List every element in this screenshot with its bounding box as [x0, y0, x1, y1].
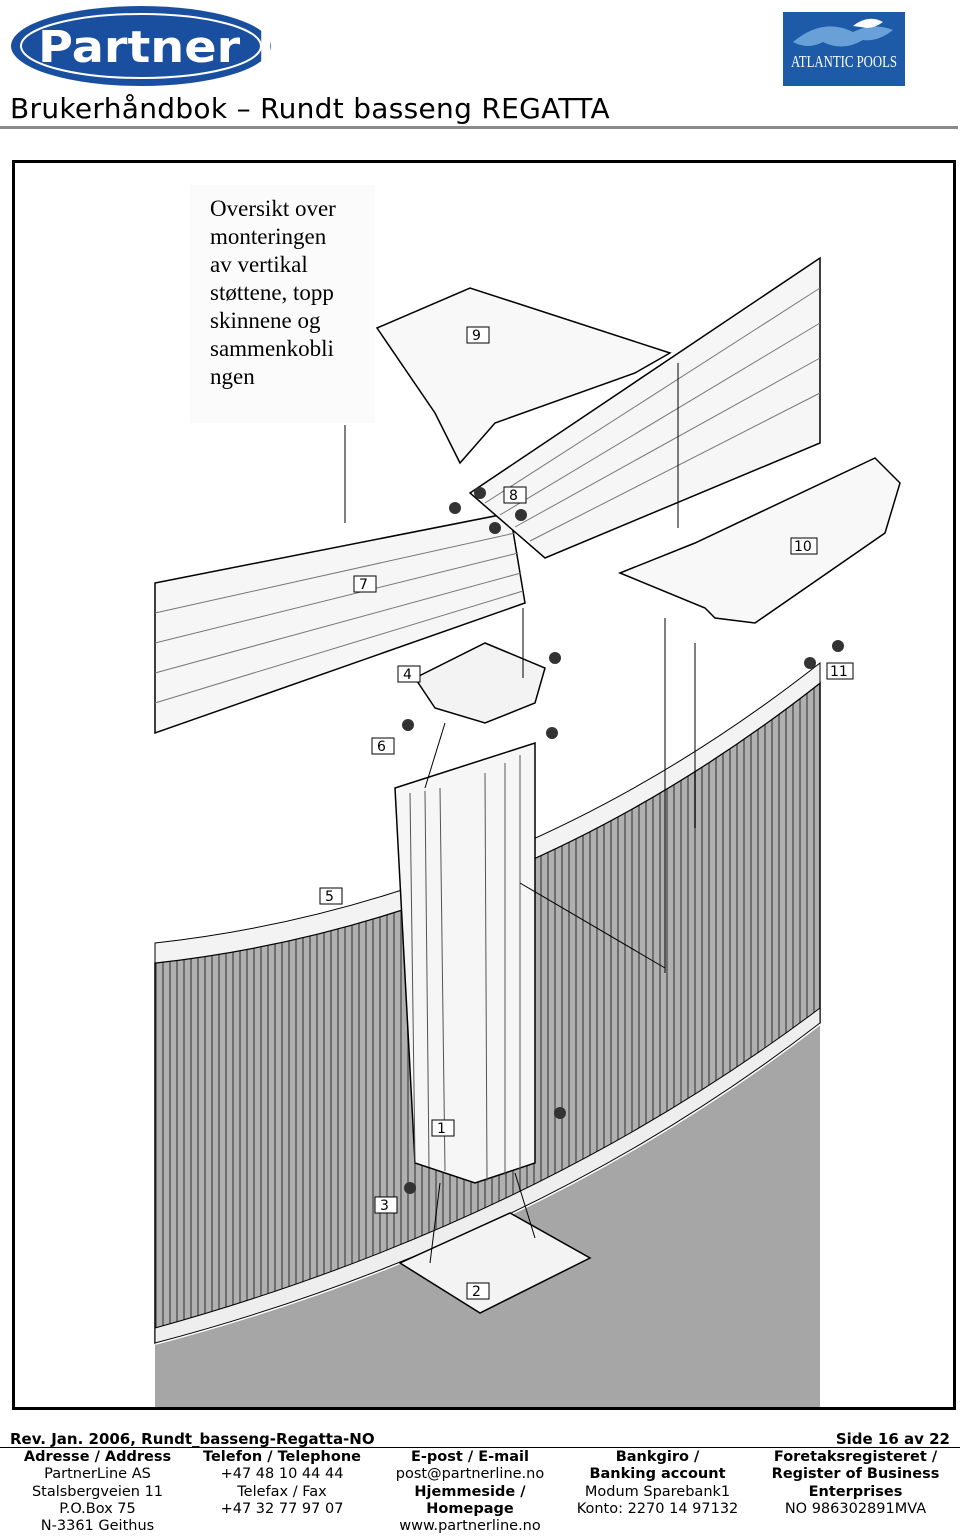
address-line: N-3361 Geithus: [40, 1518, 155, 1535]
phone-heading: Telefon / Telephone: [202, 1449, 361, 1465]
homepage-link[interactable]: www.partnerline.no: [399, 1518, 541, 1535]
title-divider: [0, 126, 958, 129]
caption-line: støttene, topp: [210, 280, 334, 305]
bank-name: Modum Sparebank1: [584, 1483, 731, 1500]
address-line: PartnerLine AS: [44, 1466, 151, 1483]
assembly-drawing: [154, 256, 901, 1407]
figure-caption: Oversikt over monteringen av vertikal st…: [190, 185, 375, 423]
footer-bank: Bankgiro / Banking account Modum Spareba…: [565, 1449, 750, 1518]
email-heading: E-post / E-mail: [411, 1449, 529, 1465]
revision-text: Rev. Jan. 2006, Rundt_basseng-Regatta-NO: [10, 1430, 375, 1448]
footer-email: E-post / E-mail post@partnerline.no Hjem…: [380, 1449, 560, 1535]
partnerline-logo: Partner Line AS: [11, 6, 458, 86]
caption-line: ngen: [210, 364, 255, 389]
caption-line: av vertikal: [210, 252, 308, 277]
caption-line: monteringen: [210, 224, 327, 249]
footer-phone: Telefon / Telephone +47 48 10 44 44 Tele…: [192, 1449, 372, 1518]
address-heading: Adresse / Address: [23, 1449, 172, 1465]
assembly-figure: Oversikt over monteringen av vertikal st…: [12, 160, 956, 1410]
register-heading: Register of Business: [771, 1466, 940, 1483]
bank-heading: Banking account: [589, 1466, 726, 1483]
document-title: Brukerhåndbok – Rundt basseng REGATTA: [10, 92, 610, 125]
address-line: Stalsbergveien 11: [31, 1483, 164, 1500]
homepage-heading: Homepage: [426, 1500, 514, 1517]
phone-number: +47 48 10 44 44: [220, 1466, 344, 1483]
fax-heading: Telefax / Fax: [237, 1483, 327, 1500]
atlantic-pools-logo-text: ATLANTIC POOLS: [791, 52, 897, 71]
bank-account: Konto: 2270 14 97132: [576, 1500, 739, 1517]
partnerline-logo-text: Partner Line AS: [38, 22, 458, 73]
address-line: P.O.Box 75: [59, 1500, 136, 1517]
caption-line: sammenkobli: [210, 336, 334, 361]
bank-heading: Bankgiro /: [615, 1449, 700, 1465]
register-heading: Foretaksregisteret /: [773, 1449, 938, 1465]
footer-divider: [0, 1447, 960, 1448]
fax-number: +47 32 77 97 07: [220, 1500, 344, 1517]
atlantic-pools-logo: ATLANTIC POOLS: [783, 12, 905, 86]
email-address[interactable]: post@partnerline.no: [395, 1466, 545, 1483]
page-number: Side 16 av 22: [835, 1430, 950, 1448]
homepage-heading: Hjemmeside /: [414, 1483, 526, 1500]
footer-address: Adresse / Address PartnerLine AS Stalsbe…: [10, 1449, 185, 1535]
register-heading: Enterprises: [808, 1483, 903, 1500]
footer-register: Foretaksregisteret / Register of Busines…: [758, 1449, 953, 1518]
org-number: NO 986302891MVA: [784, 1500, 927, 1517]
caption-line: Oversikt over: [210, 196, 336, 221]
caption-line: skinnene og: [210, 308, 321, 333]
